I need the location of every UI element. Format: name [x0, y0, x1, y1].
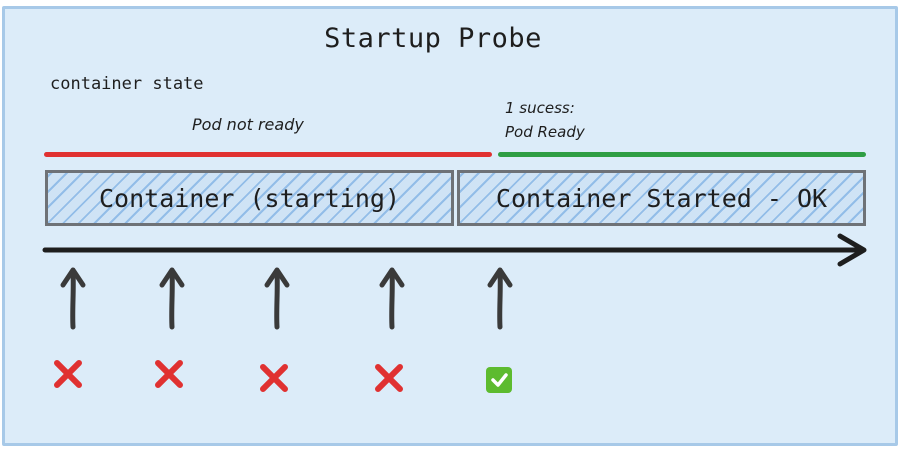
up-arrow-icon — [159, 267, 185, 330]
state-label: container state — [50, 74, 204, 94]
up-arrow-icon — [487, 267, 513, 330]
pod-ready-note: 1 sucess: Pod Ready — [505, 96, 585, 144]
pod-ready-note-line-1: 1 sucess: — [505, 99, 575, 117]
container-starting-box: Container (starting) — [45, 170, 454, 226]
diagram-title: Startup Probe — [324, 23, 542, 54]
cross-mark-icon — [375, 364, 403, 392]
diagram-frame: Startup Probe — [2, 6, 898, 446]
up-arrow-icon — [264, 267, 290, 330]
up-arrow-icon — [379, 267, 405, 330]
container-started-label: Container Started - OK — [495, 183, 828, 213]
pod-not-ready-label: Pod not ready — [192, 115, 304, 134]
pod-ready-note-line-2: Pod Ready — [505, 123, 585, 141]
check-mark-box-icon — [486, 367, 512, 393]
not-ready-line — [44, 152, 492, 157]
up-arrow-icon — [60, 267, 86, 330]
container-starting-label: Container (starting) — [98, 183, 401, 213]
cross-mark-icon — [260, 364, 288, 392]
timeline-arrow — [42, 233, 867, 267]
ready-line — [498, 152, 866, 157]
container-started-box: Container Started - OK — [457, 170, 866, 226]
cross-mark-icon — [155, 360, 183, 388]
cross-mark-icon — [54, 360, 82, 388]
